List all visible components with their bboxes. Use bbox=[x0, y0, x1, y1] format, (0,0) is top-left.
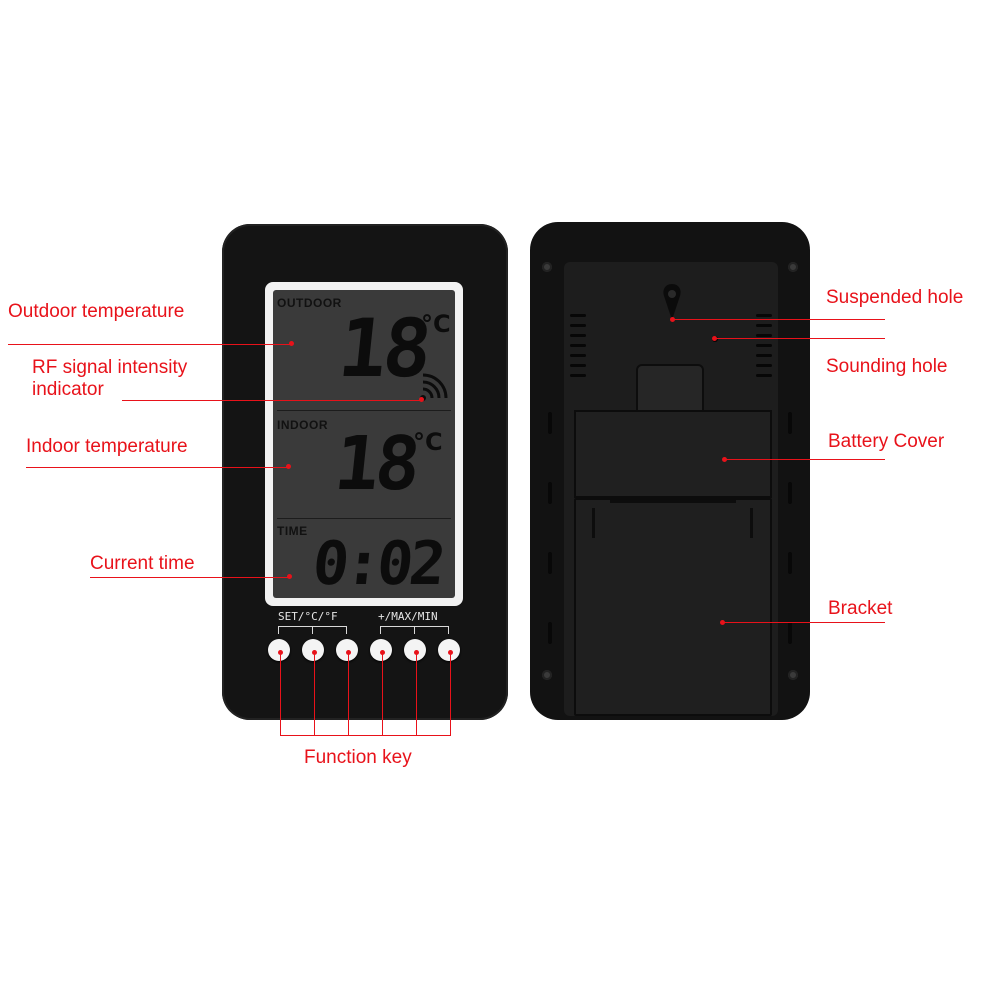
screw bbox=[788, 262, 798, 272]
leader-line bbox=[723, 622, 885, 623]
label-outdoor-temperature: Outdoor temperature bbox=[8, 301, 185, 322]
vent-slot bbox=[570, 324, 586, 327]
vent-slot bbox=[756, 374, 772, 377]
pointer-dot bbox=[712, 336, 717, 341]
indoor-title: INDOOR bbox=[277, 418, 328, 432]
label-suspended-hole: Suspended hole bbox=[826, 287, 964, 308]
battery-cover[interactable] bbox=[574, 410, 772, 498]
vent-slot bbox=[756, 344, 772, 347]
thermometer-front: OUTDOOR 18 °C INDOOR 18 °C TIME bbox=[222, 224, 508, 720]
vent-slot bbox=[756, 354, 772, 357]
vent-slot bbox=[756, 334, 772, 337]
key-group-left-bracket bbox=[346, 626, 347, 634]
outdoor-section: OUTDOOR 18 °C bbox=[273, 290, 455, 408]
label-indoor-temperature: Indoor temperature bbox=[26, 436, 188, 457]
leader-line bbox=[26, 467, 290, 468]
vent-slot bbox=[570, 354, 586, 357]
side-slot bbox=[788, 622, 792, 644]
pointer-dot bbox=[670, 317, 675, 322]
lcd-frame: OUTDOOR 18 °C INDOOR 18 °C TIME bbox=[265, 282, 463, 606]
key-group-right-label: +/MAX/MIN bbox=[378, 610, 438, 623]
pointer-dot bbox=[414, 650, 419, 655]
vent-slot bbox=[756, 364, 772, 367]
key-group-left-bracket bbox=[278, 626, 279, 634]
key-group-right-bracket bbox=[448, 626, 449, 634]
bracket-edge bbox=[610, 500, 736, 503]
pointer-dot bbox=[346, 650, 351, 655]
pointer-dot bbox=[286, 464, 291, 469]
pointer-dot bbox=[278, 650, 283, 655]
vent-slot bbox=[570, 374, 586, 377]
thermometer-back bbox=[530, 222, 810, 720]
leader-line bbox=[715, 338, 885, 339]
pointer-dot bbox=[312, 650, 317, 655]
screw bbox=[542, 262, 552, 272]
leader-line bbox=[673, 319, 885, 320]
vent-slot bbox=[570, 334, 586, 337]
vent-slot bbox=[756, 324, 772, 327]
leader-line bbox=[348, 653, 349, 735]
time-value: 0:02 bbox=[309, 529, 446, 598]
side-slot bbox=[788, 412, 792, 434]
pointer-dot bbox=[419, 397, 424, 402]
side-slot bbox=[548, 622, 552, 644]
side-slot bbox=[788, 552, 792, 574]
time-section: TIME 0:02 bbox=[273, 520, 455, 598]
leader-line bbox=[416, 653, 417, 735]
leader-line bbox=[382, 653, 383, 735]
label-rf-signal-line1: RF signal intensity bbox=[32, 357, 188, 378]
label-function-key: Function key bbox=[304, 747, 412, 768]
screw bbox=[542, 670, 552, 680]
label-rf-signal-line2: indicator bbox=[32, 379, 104, 400]
vent-slot bbox=[570, 314, 586, 317]
indoor-section: INDOOR 18 °C bbox=[273, 412, 455, 520]
side-slot bbox=[548, 412, 552, 434]
indoor-unit: °C bbox=[413, 428, 443, 456]
suspended-hole-icon bbox=[663, 284, 681, 320]
pointer-dot bbox=[448, 650, 453, 655]
label-sounding-hole: Sounding hole bbox=[826, 356, 948, 377]
pointer-dot bbox=[380, 650, 385, 655]
label-current-time: Current time bbox=[90, 553, 195, 574]
side-slot bbox=[548, 482, 552, 504]
indoor-value: 18 bbox=[330, 421, 421, 507]
vent-slot bbox=[570, 364, 586, 367]
pointer-dot bbox=[289, 341, 294, 346]
vent-slot bbox=[756, 314, 772, 317]
back-panel bbox=[564, 262, 778, 716]
leader-line bbox=[450, 653, 451, 735]
leader-line bbox=[725, 459, 885, 460]
label-battery-cover: Battery Cover bbox=[828, 431, 945, 452]
bracket-groove bbox=[592, 508, 595, 538]
battery-latch[interactable] bbox=[636, 364, 704, 412]
vent-slot bbox=[570, 344, 586, 347]
bracket-groove bbox=[750, 508, 753, 538]
outdoor-value: 18 bbox=[334, 302, 433, 395]
outdoor-title: OUTDOOR bbox=[277, 296, 342, 310]
key-group-left-label: SET/°C/°F bbox=[278, 610, 338, 623]
pointer-dot bbox=[720, 620, 725, 625]
bracket[interactable] bbox=[574, 498, 772, 716]
leader-line bbox=[8, 344, 292, 345]
time-title: TIME bbox=[277, 524, 308, 538]
key-group-right-bracket bbox=[380, 626, 381, 634]
key-group-right-bracket bbox=[414, 626, 415, 634]
pointer-dot bbox=[287, 574, 292, 579]
pointer-dot bbox=[722, 457, 727, 462]
lcd-divider bbox=[277, 518, 451, 519]
side-slot bbox=[548, 552, 552, 574]
screw bbox=[788, 670, 798, 680]
leader-line bbox=[280, 653, 281, 735]
outdoor-unit: °C bbox=[421, 310, 451, 338]
leader-line bbox=[90, 577, 290, 578]
lcd-divider bbox=[277, 410, 451, 411]
side-slot bbox=[788, 482, 792, 504]
leader-line bbox=[280, 735, 451, 736]
leader-line bbox=[122, 400, 422, 401]
label-bracket: Bracket bbox=[828, 598, 893, 619]
key-group-left-bracket bbox=[312, 626, 313, 634]
lcd-screen: OUTDOOR 18 °C INDOOR 18 °C TIME bbox=[273, 290, 455, 598]
leader-line bbox=[314, 653, 315, 735]
